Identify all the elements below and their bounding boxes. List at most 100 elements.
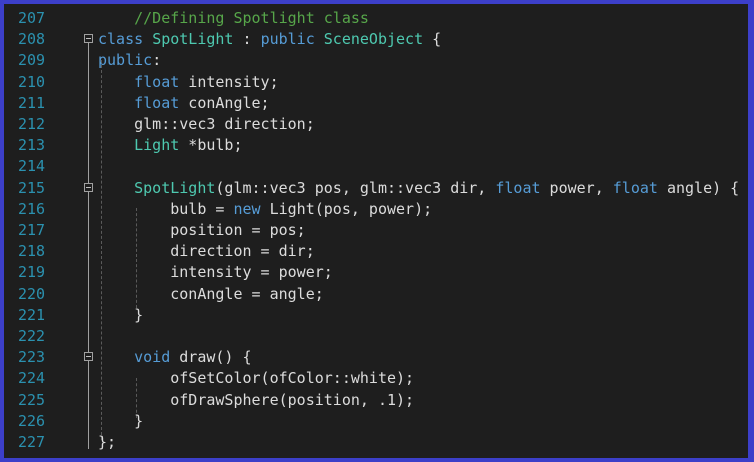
code-line[interactable]: 213 Light *bulb; — [4, 135, 748, 156]
code-token: public — [98, 51, 153, 70]
code-token: intensity; — [179, 72, 279, 91]
code-token: float — [134, 72, 180, 91]
line-number: 208 — [18, 30, 46, 49]
code-token — [98, 73, 134, 91]
code-token: //Defining Spotlight class — [98, 9, 369, 27]
code-token: } — [98, 411, 144, 430]
code-line[interactable]: 210 float intensity; — [4, 72, 748, 93]
code-token: void — [134, 348, 171, 367]
code-token: new — [233, 199, 261, 218]
code-token: position = pos; — [98, 221, 306, 239]
line-number: 210 — [18, 72, 46, 91]
line-number: 226 — [18, 411, 46, 430]
code-line[interactable]: 214 — [4, 156, 748, 177]
code-token: conAngle = angle; — [98, 284, 324, 303]
code-text: } — [98, 305, 143, 326]
indent-guide — [136, 208, 137, 308]
code-text: position = pos; — [98, 220, 306, 241]
code-token: float — [495, 178, 541, 197]
indent-guide — [136, 378, 137, 418]
code-line[interactable]: 226 } — [4, 411, 748, 432]
line-number: 217 — [18, 221, 46, 239]
code-token: float — [134, 93, 180, 112]
code-line[interactable]: 223 void draw() { — [4, 347, 748, 368]
code-text: }; — [98, 432, 116, 453]
code-line[interactable]: 208 class SpotLight : public SceneObject … — [4, 29, 748, 50]
code-token: SpotLight — [152, 30, 234, 49]
collapse-icon[interactable] — [84, 352, 93, 362]
line-number: 215 — [18, 178, 46, 197]
code-line[interactable]: 227}; — [4, 432, 748, 453]
code-line[interactable]: 218 direction = dir; — [4, 241, 748, 262]
code-text: SpotLight(glm::vec3 pos, glm::vec3 dir, … — [98, 178, 739, 199]
code-line[interactable]: 215 SpotLight(glm::vec3 pos, glm::vec3 d… — [4, 178, 748, 199]
code-token: intensity = power; — [98, 263, 333, 282]
code-token: ofSetColor(ofColor::white); — [98, 369, 415, 388]
code-text: Light *bulb; — [98, 135, 243, 156]
code-token: }; — [98, 433, 117, 451]
code-text: glm::vec3 direction; — [98, 114, 315, 135]
code-token: : — [152, 51, 162, 70]
code-token: SceneObject — [323, 30, 424, 49]
code-token: *bulb; — [179, 136, 243, 155]
code-line[interactable]: 212 glm::vec3 direction; — [4, 114, 748, 135]
line-number: 207 — [18, 9, 46, 27]
code-token: glm::vec3 direction; — [98, 115, 315, 133]
line-number: 213 — [18, 136, 46, 155]
code-line[interactable]: 222 — [4, 326, 748, 347]
code-text: bulb = new Light(pos, power); — [98, 199, 432, 220]
code-token: (glm::vec3 pos, glm::vec3 dir, — [215, 178, 496, 197]
code-text: public: — [98, 50, 161, 71]
code-token: public — [260, 30, 324, 49]
line-number: 211 — [18, 93, 46, 112]
line-number: 224 — [18, 369, 46, 388]
line-number: 220 — [18, 284, 46, 303]
code-text: intensity = power; — [98, 262, 333, 283]
code-text: ofSetColor(ofColor::white); — [98, 368, 414, 389]
code-line[interactable]: 220 conAngle = angle; — [4, 284, 748, 305]
code-text: class SpotLight : public SceneObject { — [98, 29, 441, 50]
line-number: 218 — [18, 242, 46, 261]
line-number: 225 — [18, 390, 46, 409]
line-number: 222 — [18, 327, 46, 345]
code-line[interactable]: 207 //Defining Spotlight class — [4, 8, 748, 29]
code-text: void draw() { — [98, 347, 252, 368]
code-token: : — [233, 30, 261, 49]
line-number: 227 — [18, 433, 46, 451]
code-text: float conAngle; — [98, 93, 269, 114]
code-token: bulb = — [98, 199, 234, 218]
code-token — [98, 179, 134, 197]
code-token: Light — [134, 136, 180, 155]
code-line[interactable]: 224 ofSetColor(ofColor::white); — [4, 368, 748, 389]
code-line[interactable]: 219 intensity = power; — [4, 262, 748, 283]
code-token — [98, 94, 134, 112]
code-text: } — [98, 411, 143, 432]
code-token: draw() { — [170, 348, 252, 367]
code-token: ofDrawSphere(position, .1); — [98, 390, 415, 409]
line-number: 223 — [18, 348, 46, 367]
code-line[interactable]: 216 bulb = new Light(pos, power); — [4, 199, 748, 220]
code-text: direction = dir; — [98, 241, 315, 262]
collapse-icon[interactable] — [84, 182, 93, 192]
code-line[interactable]: 217 position = pos; — [4, 220, 748, 241]
collapse-icon[interactable] — [84, 34, 93, 44]
code-text: float intensity; — [98, 72, 279, 93]
code-token — [98, 136, 134, 154]
code-text: conAngle = angle; — [98, 284, 324, 305]
code-line[interactable]: 221 } — [4, 305, 748, 326]
line-number: 216 — [18, 199, 46, 218]
line-number: 221 — [18, 305, 46, 324]
fold-region-line — [88, 39, 89, 449]
code-line[interactable]: 225 ofDrawSphere(position, .1); — [4, 390, 748, 411]
line-number: 214 — [18, 157, 46, 176]
code-token: SpotLight — [134, 178, 216, 197]
line-number: 219 — [18, 263, 46, 282]
code-token: } — [98, 305, 144, 324]
code-token: class — [98, 30, 153, 49]
code-token: float — [612, 178, 658, 197]
code-line[interactable]: 211 float conAngle; — [4, 93, 748, 114]
code-token: power, — [540, 178, 613, 197]
code-text: //Defining Spotlight class — [98, 8, 369, 29]
